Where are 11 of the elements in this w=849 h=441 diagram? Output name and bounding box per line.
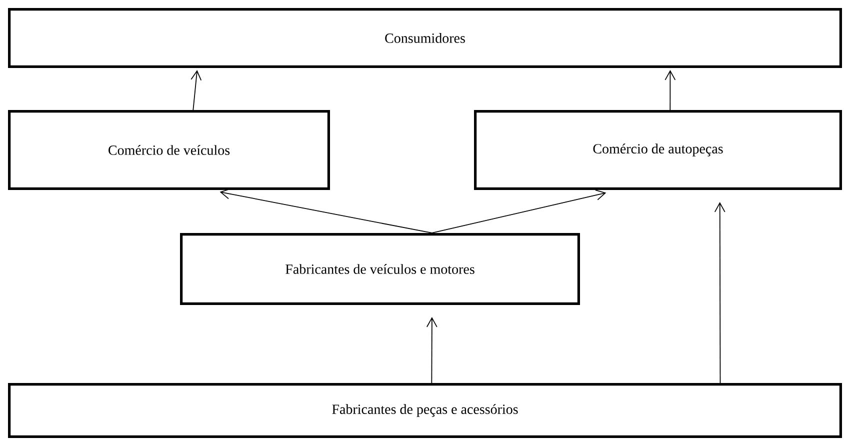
- arrow: [220, 188, 432, 234]
- process-box: Fabricantes de peças e acessórios: [8, 383, 842, 438]
- process-box: Comércio de veículos: [8, 110, 330, 190]
- arrow: [664, 70, 676, 110]
- arrow: [714, 202, 726, 384]
- arrow: [432, 190, 606, 234]
- process-box: Comércio de autopeças: [474, 110, 842, 190]
- process-box: Consumidores: [8, 8, 842, 68]
- arrow: [190, 70, 202, 110]
- arrow: [426, 317, 438, 384]
- process-box: Fabricantes de veículos e motores: [180, 233, 580, 305]
